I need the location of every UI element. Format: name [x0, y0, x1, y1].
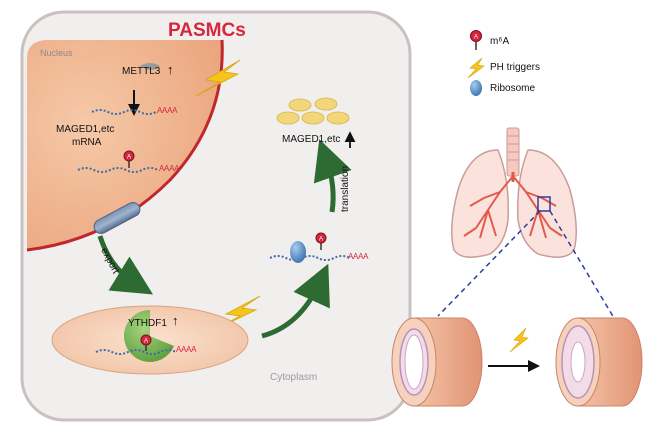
remodeled-vessel	[555, 317, 643, 407]
lightning-icon	[509, 327, 529, 353]
legend-label-ribosome: Ribosome	[490, 83, 536, 94]
polya-tail: AAAA	[157, 106, 178, 115]
m6a-marker-icon	[140, 334, 152, 346]
ythdf1-increase-arrow: ↑	[172, 313, 179, 328]
normal-vessel	[391, 317, 483, 407]
nuclear-membrane	[26, 39, 224, 252]
highlight-box	[537, 196, 551, 212]
maged1-protein-cluster	[276, 97, 350, 125]
maged1-mrna-line2: mRNA	[72, 137, 102, 148]
zoom-line-left	[437, 210, 541, 317]
mrna-strand	[91, 109, 157, 115]
m6a-letter: A	[127, 155, 131, 161]
cell-title: PASMCs	[168, 20, 246, 41]
mettl3-label: METTL3	[122, 66, 161, 77]
polya-tail: AAAA	[176, 345, 197, 354]
mettl3-increase-arrow: ↑	[167, 62, 174, 77]
maged1-mrna-line1: MAGED1,etc	[56, 124, 115, 135]
lightning-icon	[195, 59, 241, 97]
ythdf1-label: YTHDF1	[128, 318, 167, 329]
zoom-line-right	[549, 210, 615, 319]
legend-label-m6a: m⁶A	[490, 36, 510, 47]
mrna-strand	[95, 349, 177, 355]
ribosome-icon	[290, 241, 306, 263]
polya-tail: AAAA	[348, 252, 369, 261]
maged1-protein-label: MAGED1,etc	[282, 134, 341, 145]
ribosome-icon	[470, 80, 482, 96]
nucleus-label: Nucleus	[40, 48, 73, 58]
nucleus-region	[27, 40, 223, 250]
mettl3-protein	[140, 63, 160, 70]
translation-arrow	[313, 139, 352, 213]
m6a-letter: A	[144, 339, 148, 345]
nuclear-pore	[93, 202, 141, 234]
export-arrow	[97, 235, 154, 295]
cytoplasm-label: Cytoplasm	[270, 372, 318, 383]
legend-label-ph-triggers: PH triggers	[490, 62, 541, 73]
m6a-letter: A	[319, 237, 323, 243]
mrna-strand	[269, 255, 351, 261]
polya-tail: AAAA	[159, 164, 180, 173]
m6a-marker-icon	[470, 30, 482, 42]
m6a-letter: A	[474, 35, 478, 41]
m6a-marker-icon	[123, 150, 135, 162]
mrna-strand	[77, 167, 159, 173]
lightning-icon	[467, 57, 485, 79]
to-translation-arrow	[261, 263, 330, 339]
translation-label: translation	[340, 165, 351, 212]
m6a-marker-icon	[315, 232, 327, 244]
